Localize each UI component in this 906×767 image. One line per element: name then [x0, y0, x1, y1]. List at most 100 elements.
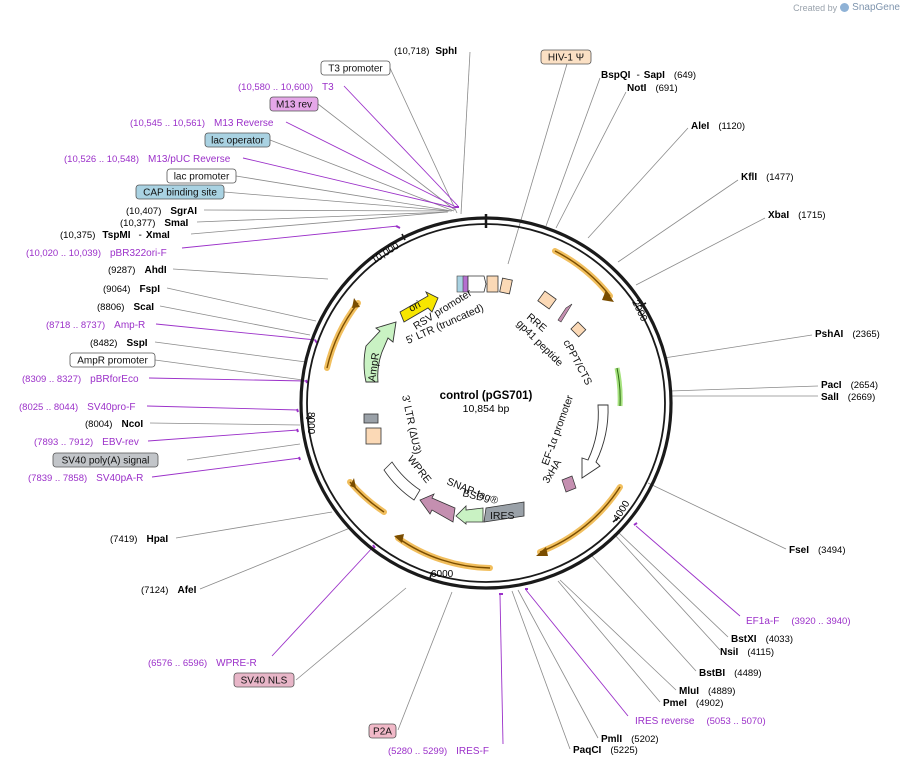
- enzyme-label-bstxi[interactable]: BstXI(4033): [731, 634, 793, 645]
- enzyme-label-tspmi-xmai[interactable]: (10,375)TspMI-XmaI: [60, 230, 170, 241]
- rre-feature: [537, 290, 557, 310]
- enzyme-label-alei[interactable]: AleI(1120): [691, 121, 745, 132]
- enzyme-leader-lines: [149, 51, 819, 750]
- primer-label-m13-reverse[interactable]: (10,545 .. 10,561)M13 Reverse: [130, 118, 274, 129]
- feature-box-sv40pa-text: SV40 poly(A) signal: [62, 456, 150, 467]
- enzyme-label-ncoi[interactable]: (8004)NcoI: [85, 419, 143, 430]
- primer-label-wpre-r[interactable]: (6576 .. 6596)WPRE-R: [148, 658, 257, 669]
- enzyme-label-ahdi[interactable]: (9287)AhdI: [108, 265, 167, 276]
- gp41-feature: [557, 303, 573, 323]
- plasmid-length: 10,854 bp: [463, 403, 510, 415]
- feature-box-lac-operator[interactable]: lac operator: [204, 132, 271, 148]
- green-feature-arc-core: [616, 367, 621, 407]
- ltr5-feature: [486, 275, 499, 293]
- label-ori: ori: [407, 299, 423, 315]
- primer-marks: [296, 206, 638, 595]
- primer-label-sv40pro-f[interactable]: (8025 .. 8044)SV40pro-F: [19, 402, 136, 413]
- created-by-credit: Created by SnapGene: [793, 2, 900, 13]
- feature-leader-lines: [154, 63, 568, 731]
- enzyme-label-noti[interactable]: NotI(691): [627, 83, 678, 94]
- primer-label-t3[interactable]: (10,580 .. 10,600)T3: [238, 82, 334, 93]
- feature-box-lacop-text: lac operator: [211, 136, 264, 147]
- snapgene-logo-icon: [840, 3, 850, 12]
- primer-label-ires-f[interactable]: (5280 .. 5299)IRES-F: [388, 746, 489, 757]
- feature-box-nls-text: SV40 NLS: [241, 676, 288, 687]
- feature-box-sv40-polya[interactable]: SV40 poly(A) signal: [52, 452, 159, 468]
- feature-box-p2a-text: P2A: [373, 727, 392, 738]
- ires-feature: [483, 501, 525, 523]
- wpre-feature: [383, 461, 421, 501]
- tick-6000: 6000: [431, 569, 454, 580]
- sv40-polya-feature: [363, 413, 379, 424]
- feature-box-m13rev-text: M13 rev: [276, 100, 312, 111]
- ef1a-promoter-arrow: [581, 404, 609, 479]
- orf-arrowheads: [350, 290, 614, 556]
- feature-box-ampr-promoter[interactable]: AmpR promoter: [69, 352, 156, 368]
- primer-label-ebv-rev[interactable]: (7893 .. 7912)EBV-rev: [34, 437, 139, 448]
- feature-box-amprprom-text: AmpR promoter: [77, 356, 148, 367]
- enzyme-label-smai[interactable]: (10,377)SmaI: [120, 218, 189, 229]
- enzyme-label-fsei[interactable]: FseI(3494): [789, 545, 845, 556]
- ampr-arrow: [363, 321, 397, 383]
- enzyme-label-sali[interactable]: SalI(2669): [821, 392, 875, 403]
- enzyme-label-paqci[interactable]: PaqCI(5225): [573, 745, 638, 756]
- ring-tick-marks: [306, 233, 647, 579]
- primer-leader-lines: [146, 85, 741, 745]
- feature-box-t3-promoter[interactable]: T3 promoter: [320, 60, 391, 76]
- enzyme-label-pmli[interactable]: PmlI(5202): [601, 734, 659, 745]
- credit-prefix: Created by: [793, 2, 838, 13]
- primer-label-ef1a-f[interactable]: EF1a-F(3920 .. 3940): [746, 616, 851, 627]
- enzyme-label-xbai[interactable]: XbaI(1715): [768, 210, 826, 221]
- enzyme-label-mlui[interactable]: MluI(4889): [679, 686, 735, 697]
- primer-label-ires-reverse[interactable]: IRES reverse(5053 .. 5070): [635, 716, 766, 727]
- primer-label-sv40pa-r[interactable]: (7839 .. 7858)SV40pA-R: [28, 473, 143, 484]
- feature-box-t3prom-text: T3 promoter: [328, 64, 383, 75]
- feature-box-hiv-psi[interactable]: HIV-1 Ψ: [540, 49, 592, 65]
- feature-box-cap-binding-site[interactable]: CAP binding site: [135, 184, 225, 200]
- feature-box-sv40-nls[interactable]: SV40 NLS: [233, 672, 295, 688]
- tick-8000: 8000: [305, 412, 316, 435]
- ha-tag-feature: [561, 475, 577, 493]
- label-ires: IRES: [490, 510, 515, 522]
- bsd-arrow: [455, 505, 484, 525]
- feature-box-m13-rev[interactable]: M13 rev: [269, 96, 319, 112]
- enzyme-label-sspi[interactable]: (8482)SspI: [90, 338, 148, 349]
- enzyme-label-sphi[interactable]: (10,718)SphI: [394, 46, 457, 57]
- label-ampr: AmpR: [366, 351, 382, 382]
- label-bsd: BSD: [461, 487, 485, 504]
- enzyme-label-pshai[interactable]: PshAI(2365): [815, 329, 880, 340]
- feature-box-p2a[interactable]: P2A: [368, 723, 397, 739]
- enzyme-label-nsii[interactable]: NsiI(4115): [720, 647, 774, 658]
- plasmid-name: control (pGS701): [440, 390, 533, 402]
- enzyme-label-fspi[interactable]: (9064)FspI: [103, 284, 160, 295]
- feature-box-lacprom-text: lac promoter: [174, 172, 230, 183]
- ltr3-feature: [365, 427, 382, 445]
- tick-2000: 2000: [629, 298, 649, 323]
- primer-label-pbrforeco[interactable]: (8309 .. 8327)pBRforEco: [22, 374, 139, 385]
- enzyme-label-bspqi-sapi[interactable]: BspQI-SapI(649): [601, 70, 696, 81]
- hiv-psi-feature: [499, 277, 513, 295]
- enzyme-label-bstbi[interactable]: BstBI(4489): [699, 668, 762, 679]
- label-ef1a: EF-1α promoter: [540, 393, 577, 467]
- label-ltr3: 3' LTR (ΔU3): [399, 394, 423, 455]
- enzyme-label-kfli[interactable]: KflI(1477): [741, 172, 794, 183]
- cppt-feature: [570, 321, 587, 338]
- enzyme-label-pmei[interactable]: PmeI(4902): [663, 698, 723, 709]
- feature-box-hiv-text: HIV-1 Ψ: [548, 53, 584, 64]
- feature-box-lac-promoter[interactable]: lac promoter: [166, 168, 237, 184]
- enzyme-label-paci[interactable]: PacI(2654): [821, 380, 878, 391]
- rsv-promoter-arrow: [467, 275, 487, 293]
- enzyme-label-hpai[interactable]: (7419)HpaI: [110, 534, 168, 545]
- enzyme-label-afei[interactable]: (7124)AfeI: [141, 585, 197, 596]
- primer-label-m13-puc-reverse[interactable]: (10,526 .. 10,548)M13/pUC Reverse: [64, 154, 231, 165]
- label-wpre: WPRE: [405, 453, 434, 485]
- tick-10000: 10,000: [370, 240, 402, 266]
- label-cppt: cPPT/CTS: [560, 338, 594, 387]
- enzyme-label-sgrai[interactable]: (10,407)SgrAI: [126, 206, 197, 217]
- primer-label-pbr322ori-f[interactable]: (10,020 .. 10,039)pBR322ori-F: [26, 248, 167, 259]
- snap-tag-arrow: [419, 493, 456, 523]
- enzyme-label-scai[interactable]: (8806)ScaI: [97, 302, 154, 313]
- primer-label-amp-r[interactable]: (8718 .. 8737)Amp-R: [46, 320, 145, 331]
- credit-brand: SnapGene: [852, 2, 900, 13]
